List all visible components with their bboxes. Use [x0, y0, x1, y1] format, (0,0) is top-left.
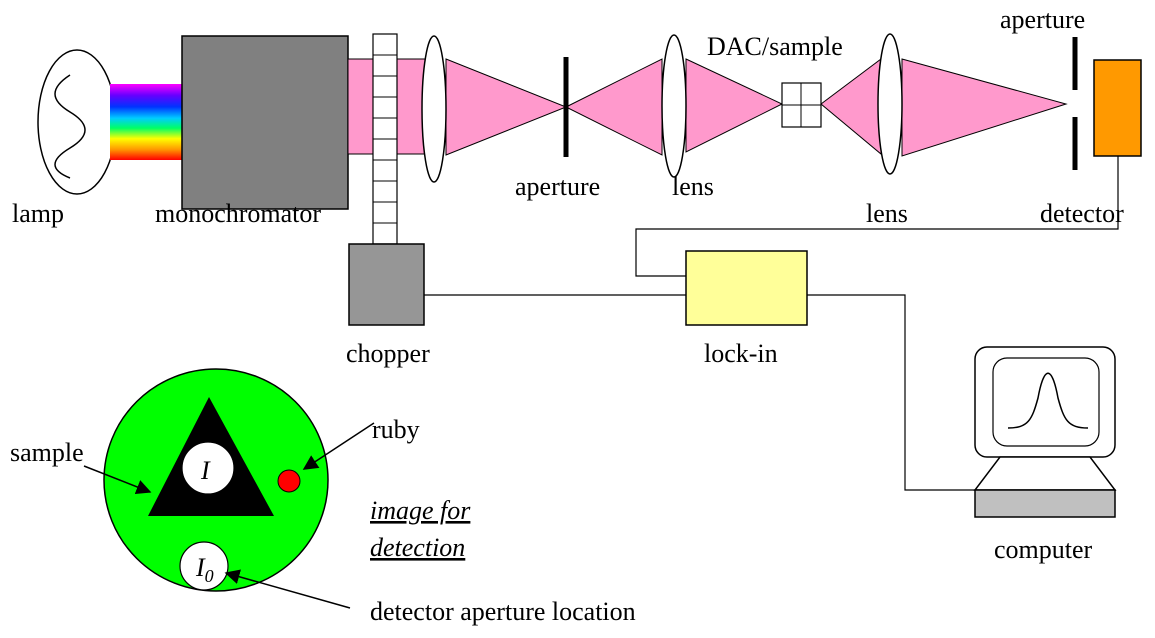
sample-arrow — [83, 465, 152, 495]
reference-spot-I0 — [179, 541, 229, 591]
beam-cone-5 — [901, 58, 1068, 157]
beam-cone-4 — [820, 58, 882, 156]
lock-in-label: lock-in — [704, 339, 778, 368]
lens-1-label: lens — [672, 172, 714, 201]
lens-1 — [421, 35, 447, 183]
image-caption-line-1: image for — [370, 496, 471, 525]
computer-stand — [973, 456, 1117, 491]
lock-in-box — [685, 250, 808, 326]
beam-cone-3 — [685, 58, 784, 153]
I0-main: I — [195, 553, 206, 582]
dac-sample-label: DAC/sample — [707, 32, 843, 61]
aperture-1-label: aperture — [515, 172, 600, 201]
image-caption-line-2: detection — [370, 533, 465, 562]
peak-icon — [1007, 372, 1089, 429]
computer — [973, 346, 1117, 518]
beam-cone-2 — [564, 58, 663, 156]
detector-aperture-arrow — [224, 569, 351, 609]
dac-sample — [781, 82, 822, 128]
detector-aperture-location-label: detector aperture location — [370, 597, 636, 626]
chopper-motor — [348, 243, 425, 326]
ruby-label: ruby — [372, 415, 420, 444]
aperture-2-label: aperture — [1000, 5, 1085, 34]
filament-icon — [54, 74, 86, 179]
monochromator-label: monochromator — [155, 199, 321, 228]
wire-detector-lockin — [635, 156, 1119, 277]
lamp-label: lamp — [12, 199, 64, 228]
I-symbol: I — [200, 456, 211, 485]
lens-2-label: lens — [866, 199, 908, 228]
monochromator-box — [181, 35, 349, 210]
lamp — [37, 49, 117, 195]
sample-label: sample — [10, 438, 84, 467]
lens-3 — [877, 33, 903, 175]
beam-cone-1 — [445, 58, 568, 156]
wire-lockin-computer — [807, 294, 975, 491]
chopper-wheel — [372, 33, 398, 245]
detector-label: detector — [1040, 199, 1124, 228]
I0-symbol: I0 — [195, 553, 214, 586]
computer-label: computer — [994, 535, 1093, 564]
detector-box — [1093, 59, 1142, 157]
sample-image-inset — [103, 368, 329, 592]
transmitted-spot-I — [181, 441, 235, 495]
computer-screen — [992, 357, 1100, 447]
ruby-dot — [277, 469, 301, 493]
chopper-label: chopper — [346, 339, 430, 368]
lens-2 — [661, 34, 687, 178]
ruby-arrow — [302, 422, 375, 470]
spectrum-band — [110, 84, 182, 160]
computer-base — [974, 489, 1116, 518]
I0-subscript: 0 — [205, 566, 214, 586]
